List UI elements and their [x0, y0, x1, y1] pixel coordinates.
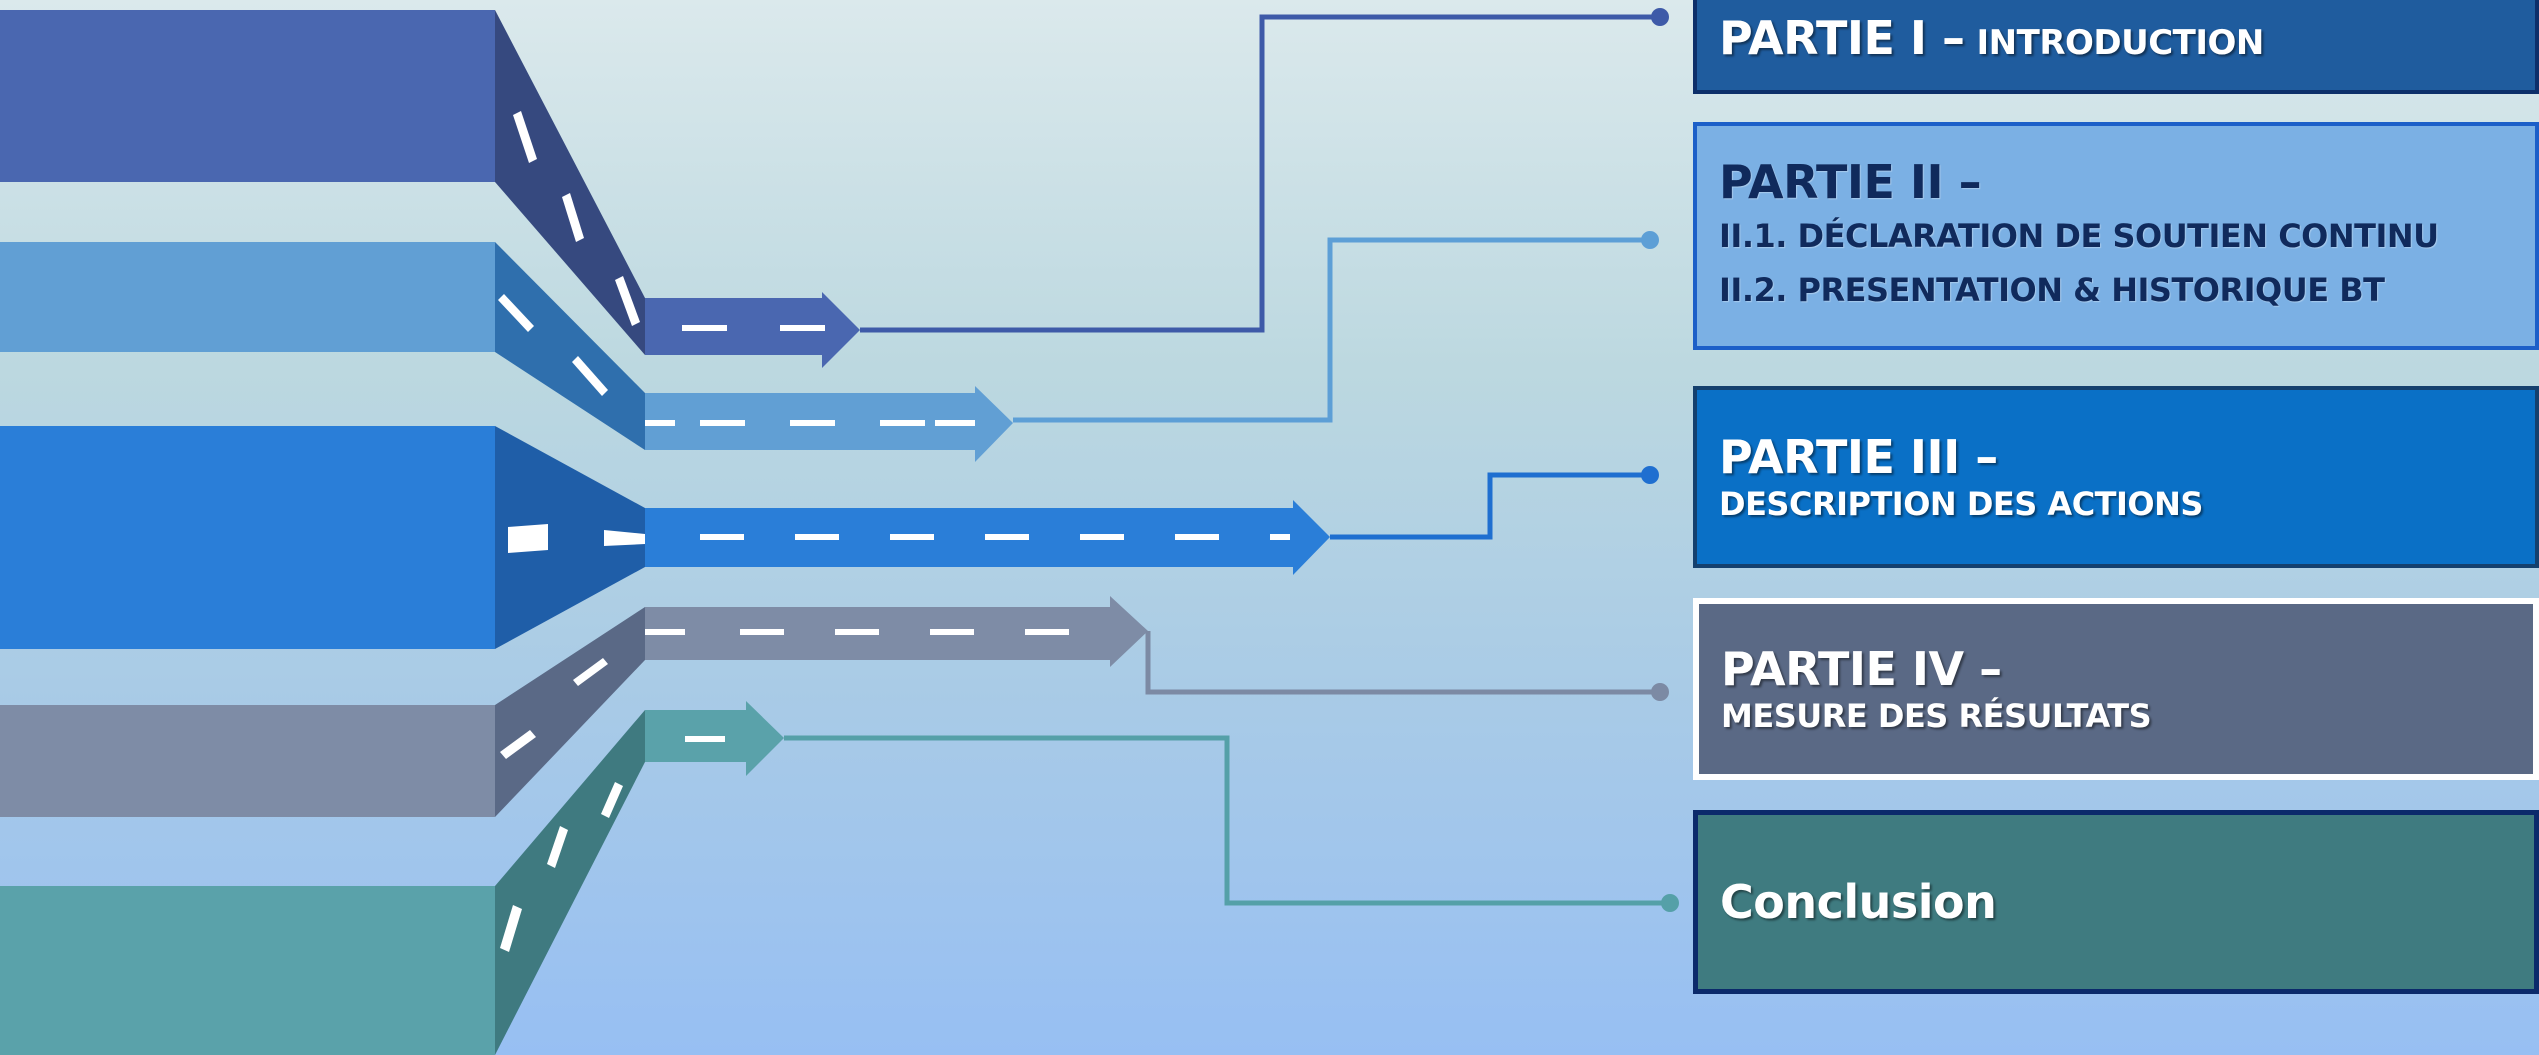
road-bar-2 — [0, 242, 495, 352]
part-3-line-1: DESCRIPTION DES ACTIONS — [1719, 485, 2203, 523]
road-ramp-1 — [495, 10, 645, 355]
connector-5 — [784, 735, 1670, 906]
part-1-title: PARTIE I – — [1719, 10, 1965, 65]
connector-2 — [1013, 237, 1650, 423]
road-ramp-3 — [495, 426, 645, 649]
road-ramp-2 — [495, 242, 645, 450]
connector-3 — [1330, 472, 1650, 540]
part-2-line-2: II.2. PRESENTATION & HISTORIQUE BT — [1719, 271, 2385, 309]
connector-dot-2 — [1641, 231, 1659, 249]
part-1-line-1: INTRODUCTION — [1976, 22, 2265, 63]
connector-1 — [860, 14, 1660, 333]
part-2-box[interactable]: PARTIE II – II.1. DÉCLARATION DE SOUTIEN… — [1693, 122, 2539, 350]
connectors — [784, 14, 1670, 906]
part-4-line-1: MESURE DES RÉSULTATS — [1721, 697, 2152, 735]
part-2-line-1: II.1. DÉCLARATION DE SOUTIEN CONTINU — [1719, 217, 2439, 255]
connector-dot-5 — [1661, 894, 1679, 912]
road-bar-4 — [0, 705, 495, 817]
part-3-box[interactable]: PARTIE III – DESCRIPTION DES ACTIONS — [1693, 386, 2539, 568]
part-5-title: Conclusion — [1720, 875, 1997, 929]
connector-dot-1 — [1651, 8, 1669, 26]
road-bar-5 — [0, 886, 495, 1055]
road-ramp-5 — [495, 710, 645, 1055]
connector-4 — [1145, 631, 1660, 695]
road-bar-3 — [0, 426, 495, 649]
part-5-box[interactable]: Conclusion — [1693, 810, 2539, 994]
road-arrow-4 — [645, 596, 1148, 667]
part-2-title: PARTIE II – — [1719, 155, 1982, 209]
connector-dot-3 — [1641, 466, 1659, 484]
road-bar-1 — [0, 10, 495, 182]
part-1-box[interactable]: PARTIE I – INTRODUCTION — [1693, 0, 2539, 94]
part-3-title: PARTIE III – — [1719, 430, 1998, 484]
road-arrow-1 — [645, 292, 860, 368]
part-4-box[interactable]: PARTIE IV – MESURE DES RÉSULTATS — [1693, 598, 2539, 780]
lane-markings — [498, 111, 1290, 952]
part-4-title: PARTIE IV – — [1721, 642, 2002, 696]
connector-dot-4 — [1651, 683, 1669, 701]
road-ramp-4 — [495, 607, 645, 817]
